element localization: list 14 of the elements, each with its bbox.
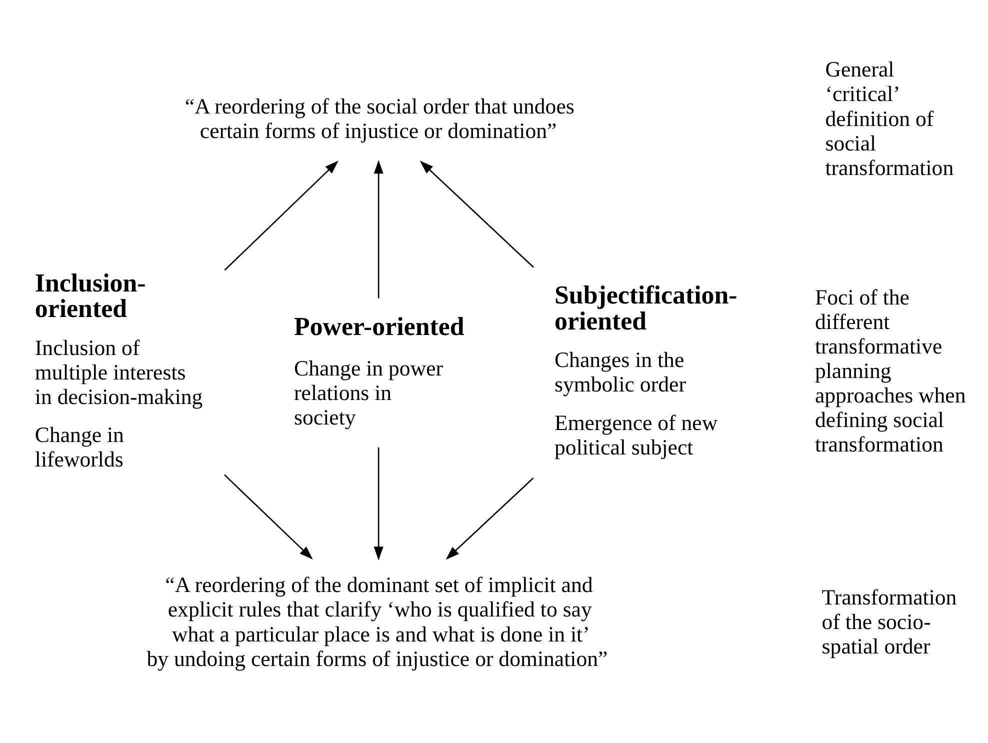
node-text: Inclusion-oriented Inclusion of multiple interests in decision-making Change in lifeworlds: [34, 268, 202, 472]
label: General ‘critical’ definition of social transformation: [824, 58, 954, 180]
node-text: “A reordering of the dominant set of implicit and explicit rules that clarify ‘who is qualified to say what a particular place is and what is done in it’ by undoing certain forms of injustice or domination”: [146, 573, 608, 671]
arrow: [224, 474, 312, 560]
arrow: [419, 160, 534, 268]
label: Transformation of the socio-spatial order: [821, 585, 956, 659]
arrow: [445, 478, 534, 560]
arrow: [373, 447, 383, 560]
arrow: [373, 160, 383, 298]
node-text: “A reordering of the social order that undoes certain forms of injustice or domination”: [184, 94, 574, 144]
label: Foci of the different transformative planning approaches when defining social transformation: [814, 285, 966, 457]
arrow: [224, 160, 338, 271]
node-text: Subjectification-oriented Changes in the symbolic order Emergence of new political subject: [554, 280, 737, 460]
node-text: Power-oriented Change in power relations in society: [294, 312, 464, 430]
